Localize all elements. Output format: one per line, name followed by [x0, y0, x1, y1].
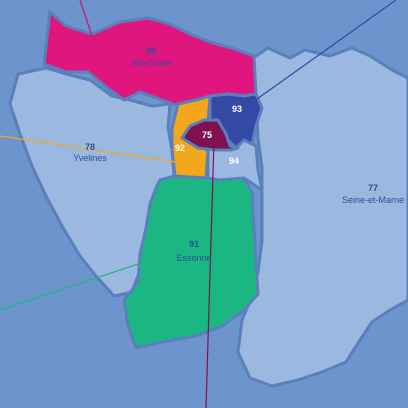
leader-line-93 — [249, 0, 397, 105]
leader-line-91 — [0, 261, 145, 311]
label-code-91: 91 — [189, 239, 199, 249]
label-code-92: 92 — [175, 143, 185, 153]
label-name-91: Essonne — [176, 253, 211, 263]
label-name-78: Yvelines — [73, 153, 107, 163]
leader-line-78 — [0, 135, 177, 163]
leader-line-75 — [205, 139, 215, 408]
label-code-77: 77 — [368, 183, 378, 193]
label-name-95: Val-d'Oise — [131, 58, 172, 68]
region-paris[interactable] — [180, 118, 240, 152]
label-code-95: 95 — [146, 46, 156, 56]
region-seine-et-marne[interactable] — [236, 46, 408, 388]
label-code-94: 94 — [229, 156, 239, 166]
label-code-93: 93 — [232, 104, 242, 114]
label-code-75: 75 — [202, 130, 212, 140]
leader-line-95 — [79, 0, 93, 37]
label-code-78: 78 — [85, 142, 95, 152]
label-name-77: Seine-et-Marne — [342, 195, 404, 205]
